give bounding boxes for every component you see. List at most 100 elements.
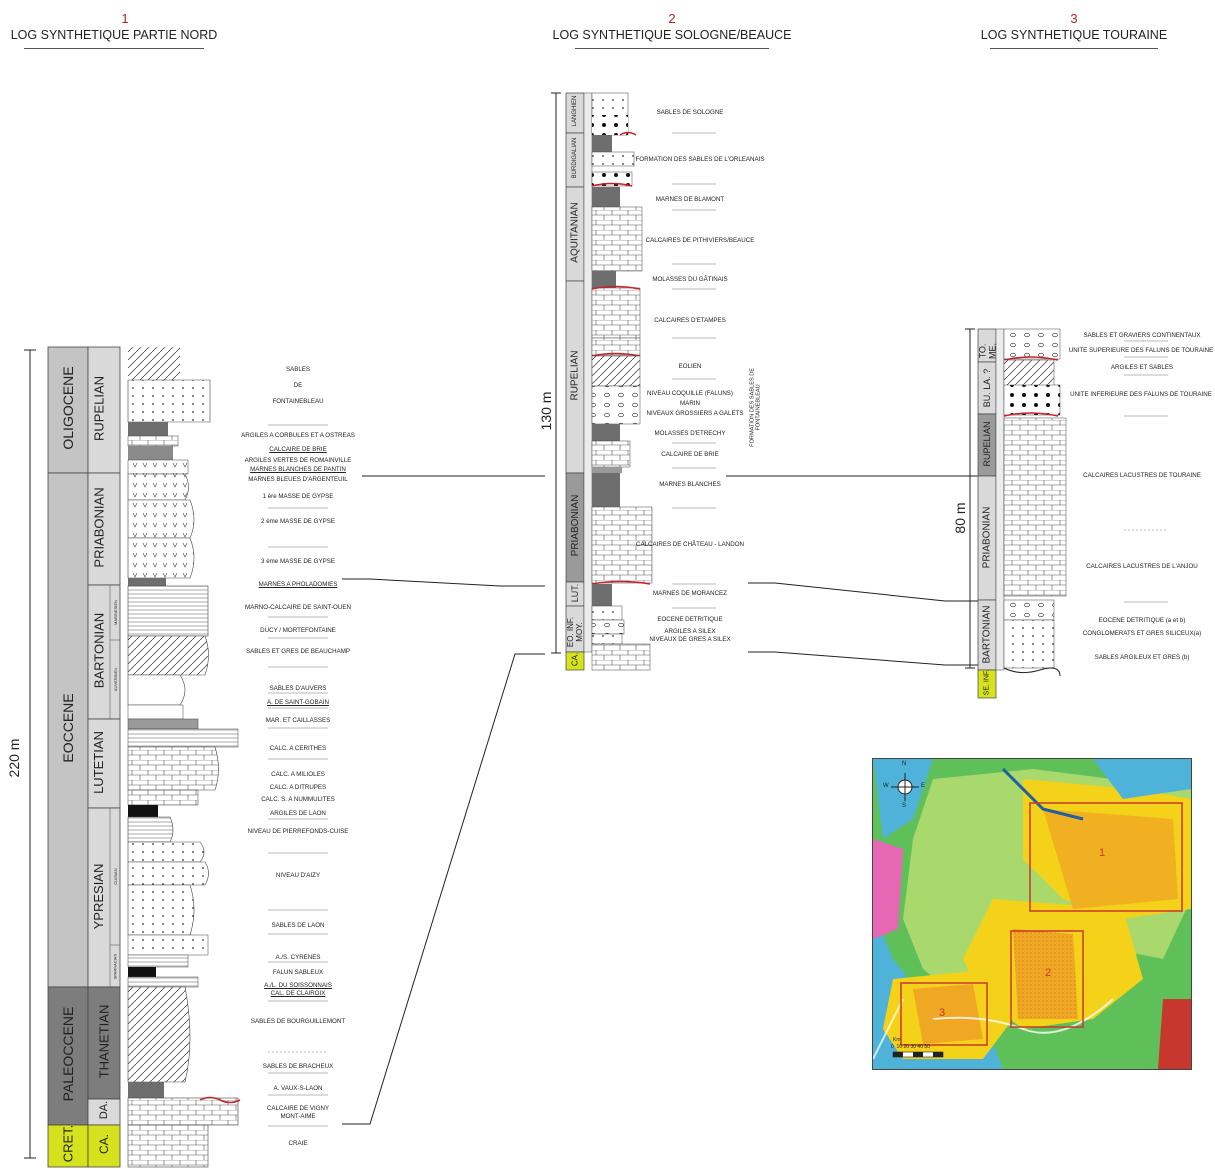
unit-label: MOLASSES DU GÂTINAIS	[652, 276, 728, 283]
stage-priabonian-2: PRIABONIAN	[570, 494, 581, 557]
column-2-lithology	[591, 92, 653, 671]
column-1-separator-lines	[268, 424, 328, 1127]
unit-label: ARGILES DE LAON	[270, 810, 326, 817]
column-2-title: LOG SYNTHETIQUE SOLOGNE/BEAUCE	[552, 28, 792, 42]
unit-label: CALCAIRES D'ETAMPES	[654, 317, 726, 324]
stage-campanian-2: CA.	[570, 652, 580, 667]
unit-label: SABLES DE BRACHEUX	[262, 1063, 334, 1070]
map-box-3-label: 3	[939, 1007, 946, 1019]
column-2-stage-column	[565, 92, 593, 671]
unit-label: SABLES DE SOLOGNE	[656, 109, 724, 116]
unit-label: CALC. A MILIOLES	[271, 771, 325, 778]
column-2-separator-lines	[672, 132, 716, 609]
compass-east-label: E	[921, 783, 926, 789]
column-1-epoch-column	[47, 346, 89, 1168]
stage-langhien-2: LANGHIEN	[572, 95, 578, 127]
compass-north-label: N	[902, 761, 907, 767]
unit-label: ARGILES ET SABLES	[1110, 364, 1174, 371]
map-box-1-label: 1	[1099, 847, 1106, 859]
stage-priabonian-3: PRIABONIAN	[981, 506, 993, 569]
unit-label: FALUN SABLEUX	[272, 969, 324, 976]
stage-bartonian-3: BARTONIAN	[981, 605, 993, 664]
stage-eo-inf-moy-2: EO. INF. MOY.	[566, 616, 584, 648]
compass-west-label: W	[883, 783, 889, 789]
unit-label: SABLES DE LAON	[271, 922, 325, 929]
column-3-scale-bar	[965, 328, 975, 669]
stage-burdigalian-langhien-3: BU. LA. ?	[982, 368, 992, 408]
column-1-stage-column	[87, 346, 121, 1168]
stage-lutetian-2: LUT.	[570, 583, 580, 603]
column-3-lithology	[1003, 328, 1067, 677]
unit-label: EOCENE DETRITIQUE	[657, 616, 723, 623]
unit-label: CALCAIRES LACUSTRES DE L'ANJOU	[1086, 563, 1198, 570]
column-1-title-rule	[24, 48, 204, 49]
unit-label: SABLES	[285, 366, 311, 373]
column-2-scale-bar	[551, 92, 561, 654]
unit-label: NIVEAUX DE GRES A SILEX	[649, 636, 731, 643]
column-2-thickness: 130 m	[538, 391, 554, 431]
correlation-lines	[342, 475, 978, 1125]
map-scale-unit: Km	[893, 1037, 901, 1043]
unit-label: MARIN	[680, 400, 700, 407]
unit-label: CALCAIRES LACUSTRES DE TOURAINE	[1083, 472, 1201, 479]
unit-label: ARGILES A CORBULES ET A OSTREAS	[241, 432, 355, 439]
compass-south-label: S	[902, 803, 907, 809]
unit-label: CALC. A CERITHES	[269, 745, 327, 752]
unit-label: NIVEAU D'AIZY	[275, 872, 321, 879]
unit-label: MARNES BLANCHES DE PANTIN	[250, 466, 346, 473]
unit-label: MARNES BLEUES D'ARGENTEUIL	[248, 476, 348, 483]
unit-label: A. VAUX-S-LAON	[273, 1085, 323, 1092]
column-2-number: 2	[668, 11, 676, 26]
unit-label: DUCY / MORTEFONTAINE	[260, 627, 336, 634]
unit-label: MONT-AIME	[280, 1113, 316, 1120]
map-box-2-label: 2	[1045, 967, 1052, 979]
column-3-number: 3	[1070, 11, 1078, 26]
stage-senonian-inf-3: SE. INF.	[983, 669, 991, 696]
geologic-map: N S E W 1 2 3 Km 0 10 20 30 40 50	[872, 758, 1192, 1070]
unit-label: 1 ère MASSE DE GYPSE	[262, 493, 334, 500]
unit-label: SABLES ET GRAVIERS CONTINENTAUX	[1083, 332, 1201, 339]
stage-burdigalian-2: BURDIGALIAN	[572, 137, 578, 179]
unit-label: NIVEAUX GROSSIERS A GALETS	[646, 410, 744, 417]
stage-aquitanian-2: AQUITANIAN	[569, 202, 581, 263]
unit-label: CALCAIRE DE VIGNY	[266, 1105, 330, 1112]
unit-label: DE	[293, 382, 303, 389]
column-3-title-rule	[990, 48, 1158, 49]
unit-label: CALC. S. A NUMMULITES	[261, 796, 335, 803]
unit-label: A./S. CYRENES	[275, 954, 321, 961]
unit-label: MARNES A PHOLADOMIES	[258, 581, 338, 588]
unit-label: MARNES DE BLAMONT	[655, 196, 725, 203]
unit-label: SABLES ARGILEUX ET GRES (b)	[1094, 654, 1190, 661]
unit-label: MARNO-CALCAIRE DE SAINT-OUEN	[245, 604, 351, 611]
unit-label: CONGLOMERATS ET GRES SILICEUX(a)	[1082, 630, 1202, 637]
unit-label: UNITE INFERIEURE DES FALUNS DE TOURAINE	[1070, 391, 1212, 398]
unit-label: A. DE SAINT-GOBAIN	[267, 699, 329, 706]
column-3-stage-column	[977, 328, 1005, 699]
unit-label: SABLES D'AUVERS	[269, 685, 327, 692]
unit-label: MOLASSES D'ETRECHY	[654, 430, 726, 437]
unit-label: A./L. DU SOISSONNAIS	[264, 982, 332, 989]
unit-label: CRAIE	[288, 1140, 308, 1147]
unit-label: MAR. ET CAILLASSES	[265, 717, 331, 724]
stage-rupelian-2: RUPELIAN	[569, 350, 581, 401]
unit-label: CALCAIRE DE BRIE	[661, 451, 719, 458]
column-3-separator-lines	[1124, 340, 1168, 603]
column-3-thickness: 80 m	[952, 502, 968, 534]
unit-label: CAL. DE CLAIROIX	[270, 990, 326, 997]
unit-label: CALC. A DITRUPES	[269, 784, 327, 791]
unit-label: CALCAIRES DE PITHIVIERS/BEAUCE	[645, 237, 755, 244]
unit-label: ARGILES VERTES DE ROMAINVILLE	[244, 457, 352, 464]
map-scale-ticks: 0 10 20 30 40 50	[891, 1044, 930, 1050]
unit-label: FONTAINEBLEAU	[272, 398, 324, 405]
column-2-title-rule	[575, 48, 769, 49]
unit-label: NIVEAU DE PIERREFONDS-CUISE	[247, 828, 349, 835]
unit-label: UNITE SUPERIEURE DES FALUNS DE TOURAINE	[1068, 347, 1214, 354]
column-3-title: LOG SYNTHETIQUE TOURAINE	[980, 28, 1168, 42]
geologic-map-drawing	[873, 759, 1191, 1069]
unit-label: CALCAIRES DE CHÂTEAU - LANDON	[636, 541, 744, 548]
unit-label: 2 ème MASSE DE GYPSE	[261, 518, 335, 525]
unit-label: SABLES ET GRES DE BEAUCHAMP	[245, 648, 351, 655]
unit-label: 3 ème MASSE DE GYPSE	[261, 558, 335, 565]
column-1-scale-bar	[24, 349, 36, 1159]
